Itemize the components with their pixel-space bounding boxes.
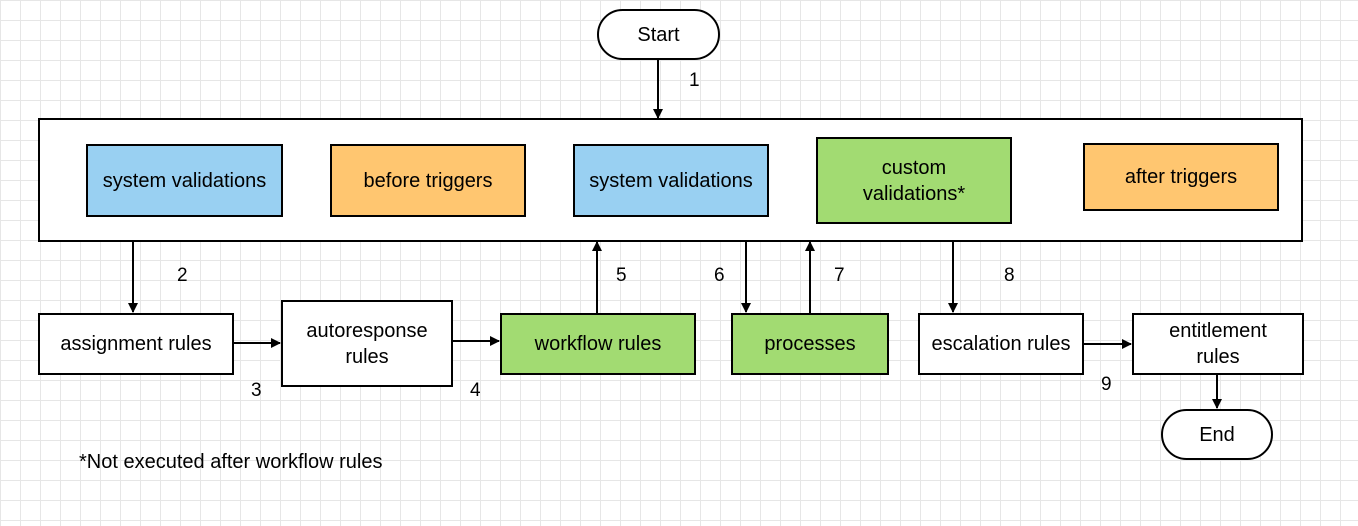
step-label-9: 9 <box>1101 374 1112 395</box>
step-label-8: 8 <box>1004 265 1015 286</box>
escalation-rules-box: escalation rules <box>918 313 1084 375</box>
end-terminal: End <box>1161 409 1273 460</box>
processes-box: processes <box>731 313 889 375</box>
assignment-rules-box: assignment rules <box>38 313 234 375</box>
before-triggers-box: before triggers <box>330 144 526 217</box>
step-label-5: 5 <box>616 265 627 286</box>
step-label-4: 4 <box>470 380 481 401</box>
step-label-2: 2 <box>177 265 188 286</box>
step-label-6: 6 <box>714 265 725 286</box>
step-label-3: 3 <box>251 380 262 401</box>
autoresponse-rules-box: autoresponse rules <box>281 300 453 387</box>
custom-validations-box: custom validations* <box>816 137 1012 224</box>
step-label-1: 1 <box>689 70 700 91</box>
entitlement-rules-box: entitlement rules <box>1132 313 1304 375</box>
workflow-rules-box: workflow rules <box>500 313 696 375</box>
system-validations-box-2: system validations <box>573 144 769 217</box>
start-terminal: Start <box>597 9 720 60</box>
after-triggers-box: after triggers <box>1083 143 1279 211</box>
step-label-7: 7 <box>834 265 845 286</box>
system-validations-box-1: system validations <box>86 144 283 217</box>
footnote: *Not executed after workflow rules <box>79 451 383 473</box>
